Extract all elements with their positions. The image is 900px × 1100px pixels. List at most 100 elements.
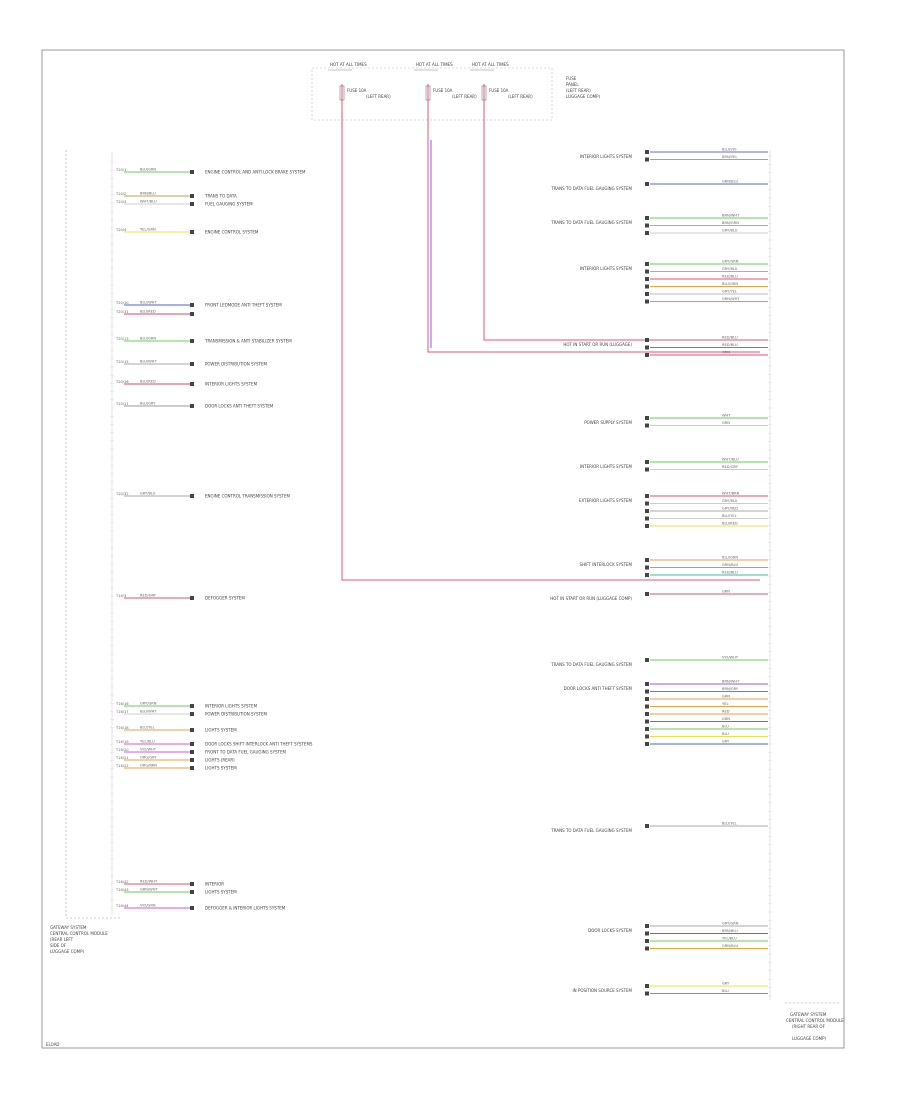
right-group-destination: HOT IN START OR RUN (LUGGAGE COMP): [550, 596, 632, 601]
fuse-bus-label: HOT AT ALL TIMES: [330, 62, 367, 67]
right-connector-terminal: [645, 231, 649, 235]
right-wire-code: BLU/VIO: [722, 148, 737, 152]
left-wire-destination: LIGHTS SYSTEM: [205, 890, 237, 895]
left-pin-number: T16/20: [115, 748, 129, 752]
left-connector-terminal: [190, 766, 194, 770]
right-connector-terminal: [645, 573, 649, 577]
fuse-panel-label-1: FUSE: [566, 76, 577, 81]
right-connector-terminal: [645, 338, 649, 342]
left-connector-terminal: [190, 404, 194, 408]
right-wire-code: GRN: [722, 695, 730, 699]
left-wire-code: BLU/GRN: [140, 168, 156, 172]
left-connector-terminal: [190, 194, 194, 198]
left-wire-destination: FUEL GAUGING SYSTEM: [205, 202, 253, 207]
right-group-destination: HOT IN START OR RUN (LUGGAGE): [563, 342, 632, 347]
right-wire-code: RED/BLU: [722, 343, 738, 347]
fuse-location-label: (LEFT REAR): [452, 94, 477, 99]
right-wire-code: RED: [722, 710, 730, 714]
left-wire-destination: INTERIOR LIGHTS SYSTEM: [205, 704, 258, 709]
right-connector-terminal: [645, 269, 649, 274]
right-wire-code: BRN/WHT: [722, 680, 740, 684]
right-connector-terminal: [645, 682, 649, 686]
right-connector-terminal: [645, 494, 649, 498]
right-group-destination: INTERIOR LIGHTS SYSTEM: [580, 266, 633, 271]
left-wire-destination: ENGINE CONTROL TRANSMISSION SYSTEM: [205, 494, 291, 499]
right-group-destination: INTERIOR LIGHTS SYSTEM: [580, 154, 633, 159]
left-wire-destination: INTERIOR: [205, 882, 224, 887]
left-wire-code: RED/WHT: [140, 880, 158, 884]
left-connector-terminal: [190, 758, 194, 762]
left-wire-code: BRN/BLU: [140, 192, 156, 196]
right-wire-code: WHT: [722, 414, 731, 418]
left-wire-destination: LIGHTS SYSTEM: [205, 728, 237, 733]
right-connector-terminal: [645, 946, 649, 951]
right-connector-terminal: [645, 423, 649, 428]
right-connector-terminal: [645, 150, 649, 154]
left-connector-terminal: [190, 750, 194, 754]
left-wire-code: VIO/WHT: [140, 748, 157, 752]
diagram-frame: [41, 49, 845, 1049]
left-wire-code: YEL/GRN: [140, 228, 156, 232]
left-pin-number: T20/13: [115, 337, 129, 341]
right-module-label-line1: GATEWAY SYSTEM: [790, 1012, 827, 1017]
top-fuses: HOT AT ALL TIMES FUSE 10A (LEFT REAR) HOT A…: [328, 62, 533, 101]
right-connector-terminal: [645, 592, 649, 596]
right-connector-terminal: [645, 292, 649, 296]
left-wire-destination: TRANSMISSION & ANTI STABILIZER SYSTEM: [204, 339, 292, 344]
left-pin-number: T20/11: [115, 310, 129, 314]
left-pin-number: T16/3: [115, 594, 126, 598]
left-connector-terminal: [190, 704, 194, 708]
fuse-panel-label-3: (LEFT REAR): [566, 88, 591, 93]
right-wire-code: GRY: [722, 982, 730, 986]
right-wire-code: RED/GRY: [722, 465, 739, 469]
left-wire-destination: DEFOGGER & INTERIOR LIGHTS SYSTEM: [205, 906, 286, 911]
left-wire-code: BLU/YEL: [140, 726, 155, 730]
left-wire-code: YEL/BLU: [140, 740, 155, 744]
left-wire-destination: DEFOGGER SYSTEM: [205, 596, 245, 601]
right-wire-code: GRY/GRN: [722, 922, 739, 926]
right-connector-terminal: [645, 734, 649, 739]
left-pin-number: T16/16: [115, 702, 129, 706]
right-wire-code: BRN/BLU: [722, 929, 738, 933]
right-wire-code: RED/BLU: [722, 336, 738, 340]
right-group-destination: TRANS TO DATA FUEL GAUGING SYSTEM: [550, 186, 632, 191]
left-module-label-line2: CENTRAL CONTROL MODULE: [50, 931, 108, 936]
right-connector-terminal: [645, 697, 649, 701]
left-wire-destination: TRANS TO DATA: [204, 194, 237, 199]
right-wire-code: BLU/YEL: [722, 822, 737, 826]
fuse-rating-label: FUSE 10A: [347, 88, 367, 93]
right-wire-code: BRN/GRY: [722, 687, 739, 691]
left-wire-code: BLU/GRY: [140, 402, 156, 406]
fuse-bus-label: HOT AT ALL TIMES: [472, 62, 509, 67]
right-connector-terminal: [645, 719, 649, 724]
fuse-panel-label-4: LUGGAGE COMP): [566, 94, 601, 99]
right-wire-code: BLU: [722, 732, 729, 736]
fuse-rating-label: FUSE 10A: [489, 88, 509, 93]
right-connector-terminal: [645, 223, 649, 228]
right-connector-terminal: [645, 658, 649, 662]
left-wire-destination: LIGHTS SYSTEM: [205, 766, 237, 771]
left-wire-code: BLU/RED: [140, 310, 156, 314]
right-connector-terminal: [645, 712, 649, 716]
right-connector-wires: INTERIOR LIGHTS SYSTEMBLU/VIOBRN/YELTRAN…: [550, 148, 772, 997]
right-wire-code: GRN/BLU: [722, 180, 738, 184]
right-group-destination: TRANS TO DATA FUEL GAUGING SYSTEM: [550, 828, 632, 833]
left-pin-number: T20/3: [115, 200, 126, 204]
right-group-destination: TRANS TO DATA FUEL GAUGING SYSTEM: [550, 662, 632, 667]
right-wire-code: RED/BLU: [722, 571, 738, 575]
left-wire-code: ORG/BRN: [140, 764, 157, 768]
left-wire-code: RED/GRY: [140, 594, 157, 598]
left-wire-destination: INTERIOR LIGHTS SYSTEM: [205, 382, 258, 387]
right-connector-terminal: [645, 727, 649, 731]
right-connector-terminal: [645, 689, 649, 694]
right-wire-code: BRN/GRN: [722, 221, 739, 225]
left-connector-terminal: [190, 712, 194, 716]
right-group-destination: SHIFT INTERLOCK SYSTEM: [580, 562, 633, 567]
right-group-destination: INTERIOR LIGHTS SYSTEM: [580, 464, 633, 469]
left-pin-number: T20/16: [115, 380, 129, 384]
left-pin-number: T16/42: [115, 880, 129, 884]
left-wire-destination: POWER DISTRIBUTION SYSTEM: [205, 362, 267, 367]
right-wire-code: BRN/WHT: [722, 214, 740, 218]
right-connector-terminal: [645, 262, 649, 266]
